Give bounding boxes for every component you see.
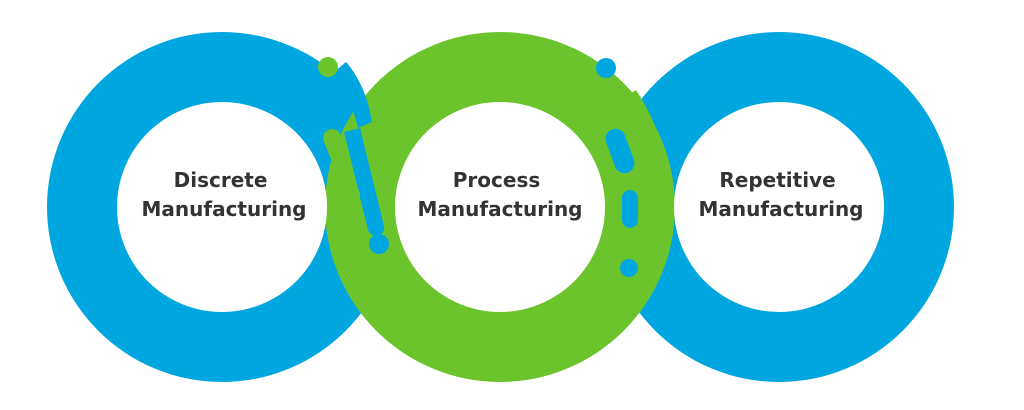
blue-capsule-right-low	[622, 190, 638, 228]
green-drip-right-1	[626, 90, 664, 166]
blue-capsule-right	[605, 128, 635, 174]
label-repetitive-line1: Repetitive	[719, 168, 835, 192]
green-capsule-left	[323, 128, 351, 172]
ring-repetitive-center	[674, 102, 884, 312]
splash-right-seam	[596, 58, 667, 277]
label-discrete: Discrete Manufacturing	[142, 168, 307, 221]
blue-dot-right-bottom	[620, 259, 638, 277]
label-repetitive-line2: Manufacturing	[699, 197, 864, 221]
ring-process-center	[395, 102, 605, 312]
ring-discrete-center	[117, 102, 327, 312]
green-dot-right	[649, 235, 667, 253]
blue-drip-left-2	[344, 128, 385, 236]
green-capsule-left-low	[342, 186, 360, 226]
green-dot-left-top	[318, 57, 338, 77]
label-discrete-line1: Discrete	[174, 168, 268, 192]
splash-left-seam	[318, 57, 389, 275]
label-process: Process Manufacturing	[418, 168, 583, 221]
green-drip-right-2	[640, 166, 661, 227]
blue-dot-right-top	[596, 58, 616, 78]
blue-dot-left	[369, 234, 389, 254]
label-repetitive: Repetitive Manufacturing	[699, 168, 864, 221]
blue-drip-left-1	[334, 62, 372, 128]
label-process-line2: Manufacturing	[418, 197, 583, 221]
green-dot-left-bottom	[340, 257, 358, 275]
label-process-line1: Process	[453, 168, 541, 192]
label-discrete-line2: Manufacturing	[142, 197, 307, 221]
